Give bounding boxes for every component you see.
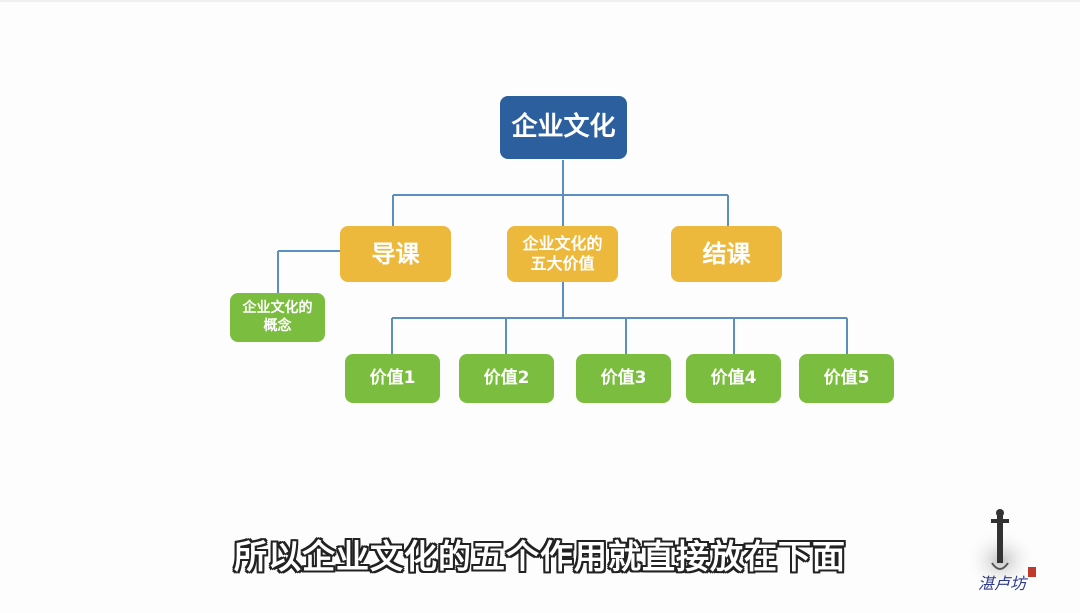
node-value-3: 价值3 — [576, 354, 671, 403]
node-root: 企业文化 — [500, 96, 627, 159]
node-value-5: 价值5 — [799, 354, 894, 403]
node-intro: 导课 — [340, 226, 451, 282]
logo-emblem-icon — [965, 509, 1037, 589]
video-subtitle: 所以企业文化的五个作用就直接放在下面 — [234, 537, 846, 576]
node-close: 结课 — [671, 226, 782, 282]
node-value-4: 价值4 — [686, 354, 781, 403]
node-concept: 企业文化的 概念 — [230, 293, 325, 342]
node-value-1: 价值1 — [345, 354, 440, 403]
node-value-2: 价值2 — [459, 354, 554, 403]
node-five-values: 企业文化的 五大价值 — [507, 226, 618, 282]
logo-text: 湛卢坊 — [978, 574, 1027, 593]
